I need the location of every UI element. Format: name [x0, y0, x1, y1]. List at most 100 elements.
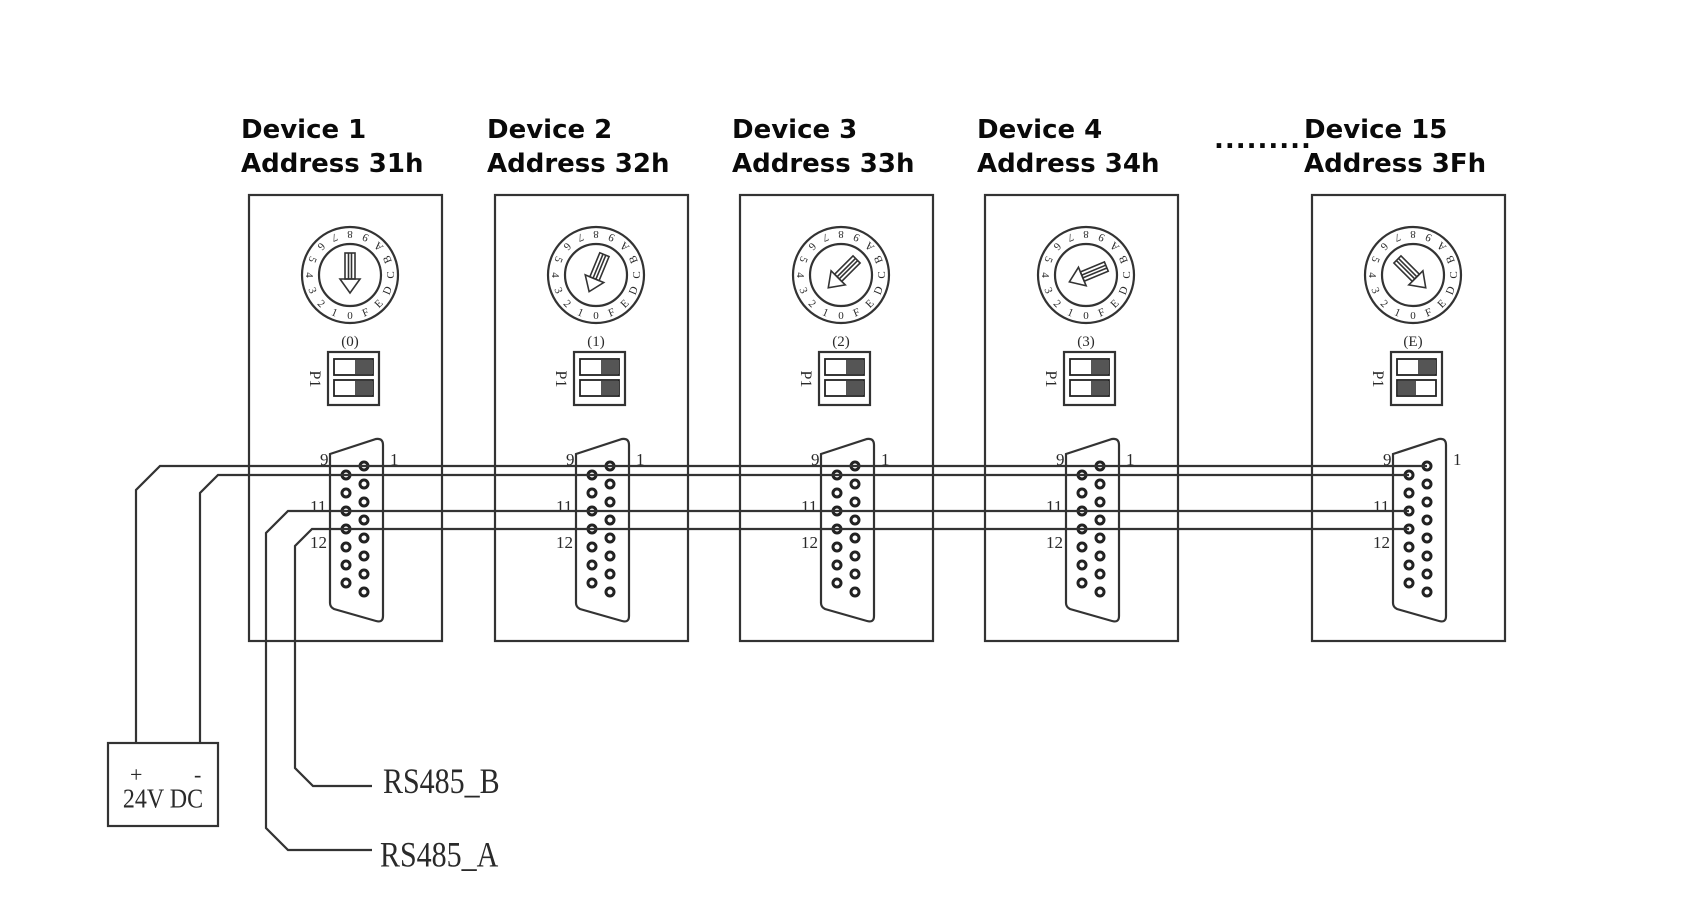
- connector-pin: [604, 568, 616, 580]
- connector-pin: [1094, 586, 1106, 598]
- rotary-value-label: (0): [341, 334, 359, 350]
- connector-pin: [1403, 559, 1415, 571]
- rotary-digit: 0: [838, 310, 844, 322]
- connector-pin: [1403, 487, 1415, 499]
- rotary-digit: 8: [593, 228, 599, 240]
- connector-pin: [1094, 478, 1106, 490]
- rotary-digit: 8: [1410, 228, 1416, 240]
- rotary-digit: D: [1444, 285, 1458, 297]
- pin-11-label: 11: [801, 497, 817, 516]
- rotary-digit: 9: [851, 230, 861, 243]
- rotary-digit: 8: [1083, 228, 1089, 240]
- rotary-digit: 3: [797, 286, 810, 296]
- connector-pin: [849, 586, 861, 598]
- dip-switch-p1: P1: [306, 350, 381, 407]
- connector-pin: [358, 478, 370, 490]
- dip-switch-label: P1: [797, 371, 814, 388]
- device-address: Address 31h: [241, 149, 424, 179]
- pin-12-label: 12: [310, 533, 327, 552]
- rotary-value-label: (E): [1403, 334, 1422, 350]
- dip-switch-toggle: [846, 360, 864, 374]
- rs485-b-label: RS485_B: [383, 762, 500, 802]
- rotary-value-label: (1): [587, 334, 605, 350]
- connector-pin: [1421, 568, 1433, 580]
- rotary-pointer-icon: [338, 252, 362, 295]
- rotary-digit: 5: [1368, 254, 1381, 264]
- device-address: Address 3Fh: [1304, 149, 1486, 179]
- rotary-digit: 7: [1392, 231, 1402, 244]
- connector-pin: [340, 487, 352, 499]
- connector-pin: [358, 496, 370, 508]
- connector-pin: [1094, 568, 1106, 580]
- power-supply-label: 24V DC: [123, 783, 203, 814]
- rotary-digit: 1: [1065, 306, 1075, 319]
- rotary-digit: 8: [838, 228, 844, 240]
- dip-switch-toggle: [1091, 360, 1109, 374]
- connector-pin: [849, 496, 861, 508]
- connector-pin: [340, 577, 352, 589]
- connector-pin: [849, 568, 861, 580]
- connector-pin: [604, 514, 616, 526]
- pin-9-label: 9: [1056, 450, 1065, 469]
- connector-pin: [358, 586, 370, 598]
- device-name: Device 3: [732, 115, 857, 145]
- device-address: Address 34h: [977, 149, 1160, 179]
- connector-pin: [831, 541, 843, 553]
- rotary-digit: B: [1444, 254, 1458, 265]
- power-supply-box: [106, 741, 220, 828]
- rotary-digit: 0: [593, 310, 599, 322]
- pin-11-label: 11: [1046, 497, 1062, 516]
- dip-switch-toggle: [846, 381, 864, 395]
- connector-pin: [340, 559, 352, 571]
- pin-11-label: 11: [1373, 497, 1389, 516]
- rotary-digit: 4: [1039, 272, 1051, 278]
- rotary-digit: 3: [552, 286, 565, 296]
- connector-pin: [1076, 577, 1088, 589]
- dip-switch-toggle: [355, 360, 373, 374]
- rotary-digit: C: [1121, 271, 1133, 278]
- rotary-digit: C: [385, 271, 397, 278]
- dip-switch-p1: P1: [552, 350, 627, 407]
- pin-1-label: 1: [390, 450, 399, 469]
- connector-pin: [1421, 478, 1433, 490]
- connector-pin: [358, 568, 370, 580]
- rotary-value-label: (2): [832, 334, 850, 350]
- connector-pin: [358, 532, 370, 544]
- rotary-digit: F: [607, 306, 617, 319]
- rotary-digit: C: [876, 271, 888, 278]
- connector-pin: [831, 577, 843, 589]
- connector-pin: [1403, 577, 1415, 589]
- pin-1-label: 1: [881, 450, 890, 469]
- device-name: Device 15: [1304, 115, 1447, 145]
- device-address: Address 33h: [732, 149, 915, 179]
- pin-1-label: 1: [1453, 450, 1462, 469]
- connector-pin: [358, 550, 370, 562]
- pin-12-label: 12: [801, 533, 818, 552]
- pin-12-label: 12: [1046, 533, 1063, 552]
- pin-9-label: 9: [1383, 450, 1392, 469]
- connector-pin: [849, 478, 861, 490]
- connector-pin: [831, 487, 843, 499]
- pin-11-label: 11: [556, 497, 572, 516]
- dip-switch-label: P1: [552, 371, 569, 388]
- dip-switch-p1: P1: [797, 350, 872, 407]
- connector-pin: [1403, 541, 1415, 553]
- wire-power-plus: [134, 464, 1427, 743]
- connector-pin: [586, 559, 598, 571]
- rotary-digit: 9: [1096, 230, 1106, 243]
- connector-pin: [1421, 496, 1433, 508]
- dip-switch-toggle: [1091, 381, 1109, 395]
- rotary-digit: 9: [1423, 230, 1433, 243]
- connector-pin: [1094, 532, 1106, 544]
- connector-pin: [604, 532, 616, 544]
- rotary-digit: 9: [606, 230, 616, 243]
- device-enclosure: [738, 193, 935, 643]
- wire-rs485-a: [264, 509, 1409, 852]
